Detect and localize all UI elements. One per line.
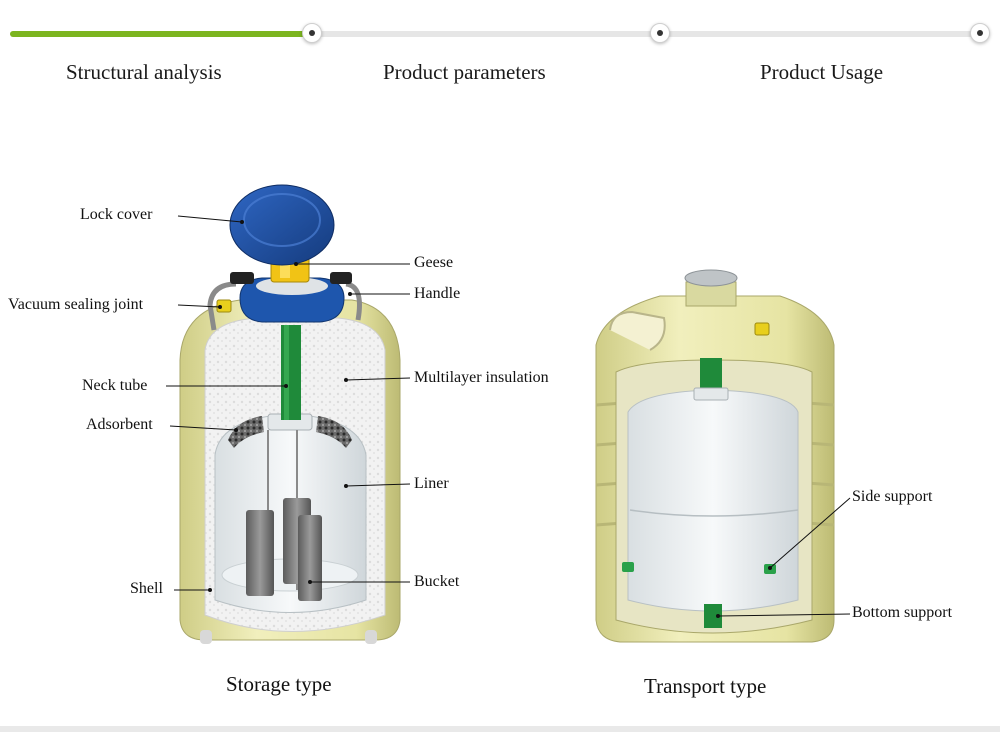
tab-structural-analysis[interactable]: Structural analysis (66, 60, 222, 84)
label-bottom-support: Bottom support (852, 604, 953, 621)
label-multilayer-insulation: Multilayer insulation (414, 369, 549, 386)
caption-storage-type: Storage type (226, 672, 332, 696)
label-neck-tube: Neck tube (82, 377, 148, 394)
label-handle: Handle (414, 285, 461, 302)
storage-dewar (179, 184, 401, 644)
bottom-divider (0, 726, 1000, 732)
transport-leader-lines (717, 497, 851, 617)
tab-product-usage[interactable]: Product Usage (760, 60, 884, 84)
step-dot-structural-analysis[interactable] (302, 23, 322, 43)
label-adsorbent: Adsorbent (86, 416, 153, 433)
label-side-support: Side support (852, 488, 933, 505)
label-lock-cover: Lock cover (80, 206, 153, 223)
progress-fill (10, 31, 312, 37)
tab-product-parameters[interactable]: Product parameters (383, 60, 546, 84)
progress-track (10, 31, 982, 37)
label-liner: Liner (414, 475, 449, 492)
caption-transport-type: Transport type (644, 674, 767, 698)
label-shell: Shell (130, 580, 163, 597)
transport-dewar (595, 269, 835, 643)
step-dot-product-parameters[interactable] (650, 23, 670, 43)
step-dot-product-usage[interactable] (970, 23, 990, 43)
label-geese: Geese (414, 254, 454, 271)
label-vacuum-sealing-joint: Vacuum sealing joint (8, 296, 144, 313)
storage-leader-lines (166, 215, 411, 591)
label-bucket: Bucket (414, 573, 460, 590)
